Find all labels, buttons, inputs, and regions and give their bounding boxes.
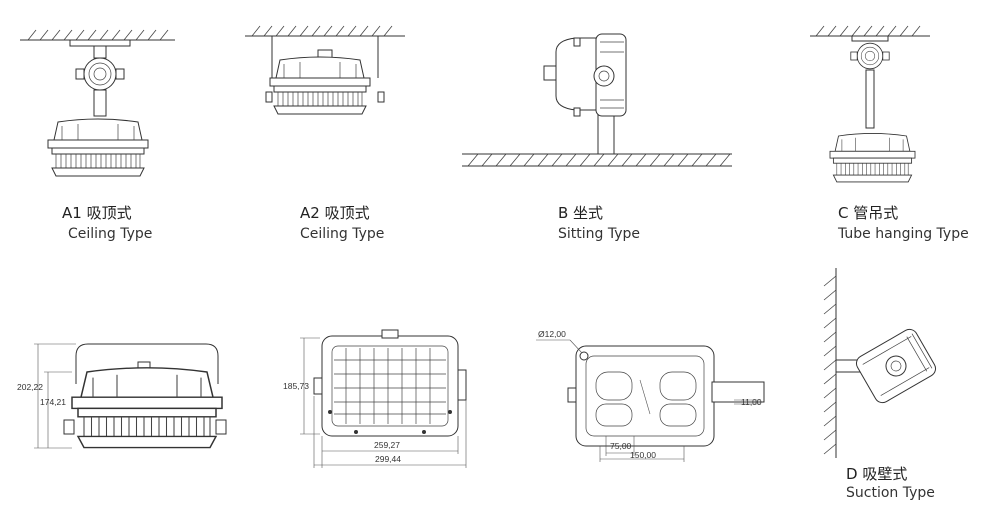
dim-front-inner-width: 259,27 bbox=[374, 440, 400, 450]
caption-d-cn: D 吸壁式 bbox=[846, 465, 907, 483]
dim-slot-width: 11,00 bbox=[741, 397, 762, 407]
caption-a2-en: Ceiling Type bbox=[300, 226, 384, 242]
diagram-c-tube-hanging bbox=[810, 25, 930, 183]
dim-front-total-width: 299,44 bbox=[375, 454, 401, 464]
dim-hole-spacing: 75,00 bbox=[610, 441, 632, 451]
dim-side-body-height: 174,21 bbox=[40, 397, 66, 407]
diagram-d-wall-suction bbox=[823, 268, 937, 458]
dim-base-width: 150,00 bbox=[630, 450, 656, 460]
diagram-a2-ceiling bbox=[245, 25, 405, 115]
caption-a1-en: Ceiling Type bbox=[68, 226, 152, 242]
caption-a1-cn: A1 吸顶式 bbox=[62, 204, 132, 222]
caption-c-cn: C 管吊式 bbox=[838, 204, 898, 222]
dimension-mounting-view bbox=[536, 339, 765, 462]
dimension-side-view bbox=[34, 343, 227, 449]
caption-d-en: Suction Type bbox=[846, 485, 935, 501]
dim-mount-hole-diameter: Ø12,00 bbox=[538, 329, 566, 339]
diagram-b-sitting bbox=[462, 33, 732, 167]
dim-front-height: 185,73 bbox=[283, 381, 309, 391]
caption-b-cn: B 坐式 bbox=[558, 204, 603, 222]
caption-b-en: Sitting Type bbox=[558, 226, 640, 242]
caption-a2-cn: A2 吸顶式 bbox=[300, 204, 370, 222]
dimension-front-view bbox=[300, 329, 467, 468]
diagram-a1-ceiling bbox=[20, 29, 175, 177]
caption-c-en: Tube hanging Type bbox=[837, 226, 969, 242]
dim-side-total-height: 202,22 bbox=[17, 382, 43, 392]
